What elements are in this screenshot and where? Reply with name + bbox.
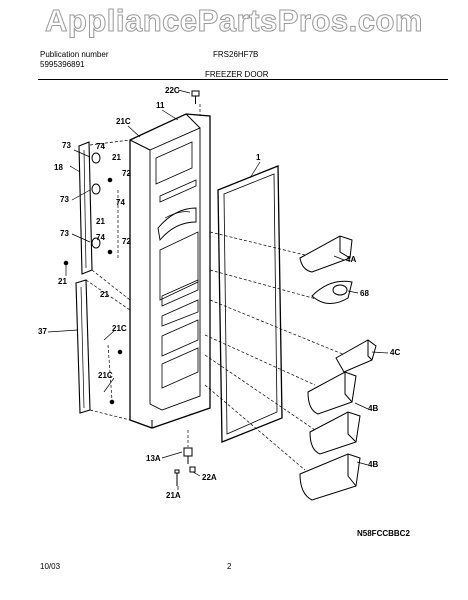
callout-21-c: 21 bbox=[58, 277, 67, 286]
part-18-handle-trim bbox=[78, 141, 93, 275]
callout-leaders bbox=[47, 89, 389, 490]
callout-4b-b: 4B bbox=[368, 460, 378, 469]
callout-21c-low: 21C bbox=[98, 371, 113, 380]
drawing-code: N58FCCBBC2 bbox=[357, 529, 410, 538]
callout-4a: 4A bbox=[346, 255, 356, 264]
part-21-screws bbox=[63, 177, 123, 405]
callout-11: 11 bbox=[156, 101, 165, 110]
part-4b-door-bin-lower bbox=[299, 453, 361, 501]
callout-74-b: 74 bbox=[116, 198, 125, 207]
part-73-handle-spacers bbox=[91, 152, 101, 249]
callout-21-b: 21 bbox=[96, 217, 105, 226]
revision-date: 10/03 bbox=[40, 562, 61, 571]
part-68-egg-tray bbox=[311, 280, 353, 304]
callout-72-b: 72 bbox=[122, 237, 131, 246]
watermark-text: AppliancePartsPros.com bbox=[45, 3, 423, 39]
model-number: FRS26HF7B bbox=[213, 50, 259, 59]
callout-22c: 22C bbox=[165, 86, 180, 95]
callout-4c: 4C bbox=[390, 348, 400, 357]
part-22c-screw bbox=[191, 90, 200, 104]
callout-73-a: 73 bbox=[62, 141, 71, 150]
callout-73-c: 73 bbox=[60, 229, 69, 238]
callout-21a: 21A bbox=[166, 491, 181, 500]
part-4b-door-bin-middle bbox=[309, 411, 361, 455]
part-4c-door-bin bbox=[335, 339, 377, 373]
callout-1: 1 bbox=[256, 153, 261, 162]
callout-21-d: 21 bbox=[100, 290, 109, 299]
publication-number: 5995396891 bbox=[40, 60, 85, 69]
part-13a-bottom-hinge bbox=[183, 447, 193, 464]
callout-73-b: 73 bbox=[60, 195, 69, 204]
callout-22a: 22A bbox=[202, 473, 217, 482]
callout-72-a: 72 bbox=[122, 169, 131, 178]
callout-4b-a: 4B bbox=[368, 404, 378, 413]
part-4b-door-bin-upper bbox=[307, 371, 357, 415]
callout-74-a: 74 bbox=[96, 142, 105, 151]
callout-13a: 13A bbox=[146, 454, 161, 463]
header-rule bbox=[38, 79, 448, 80]
page-number: 2 bbox=[227, 562, 232, 571]
callout-18: 18 bbox=[54, 163, 63, 172]
callout-37: 37 bbox=[38, 327, 47, 336]
site-watermark: AppliancePartsPros.com bbox=[0, 0, 468, 42]
part-21a-screw bbox=[174, 469, 180, 486]
callout-21c-top: 21C bbox=[116, 117, 131, 126]
publication-label: Publication number bbox=[40, 50, 109, 59]
callout-21c-mid: 21C bbox=[112, 324, 127, 333]
callout-74-c: 74 bbox=[96, 233, 105, 242]
exploded-view-lines bbox=[85, 104, 346, 471]
callout-68: 68 bbox=[360, 289, 369, 298]
part-37-handle-trim-lower bbox=[75, 279, 91, 414]
part-11-door-panel bbox=[129, 113, 211, 429]
part-22a-screw bbox=[189, 466, 196, 473]
callout-21-a: 21 bbox=[112, 153, 121, 162]
section-title: FREEZER DOOR bbox=[205, 70, 269, 79]
part-4a-door-bin bbox=[299, 235, 353, 273]
part-1-door-gasket bbox=[217, 165, 283, 443]
